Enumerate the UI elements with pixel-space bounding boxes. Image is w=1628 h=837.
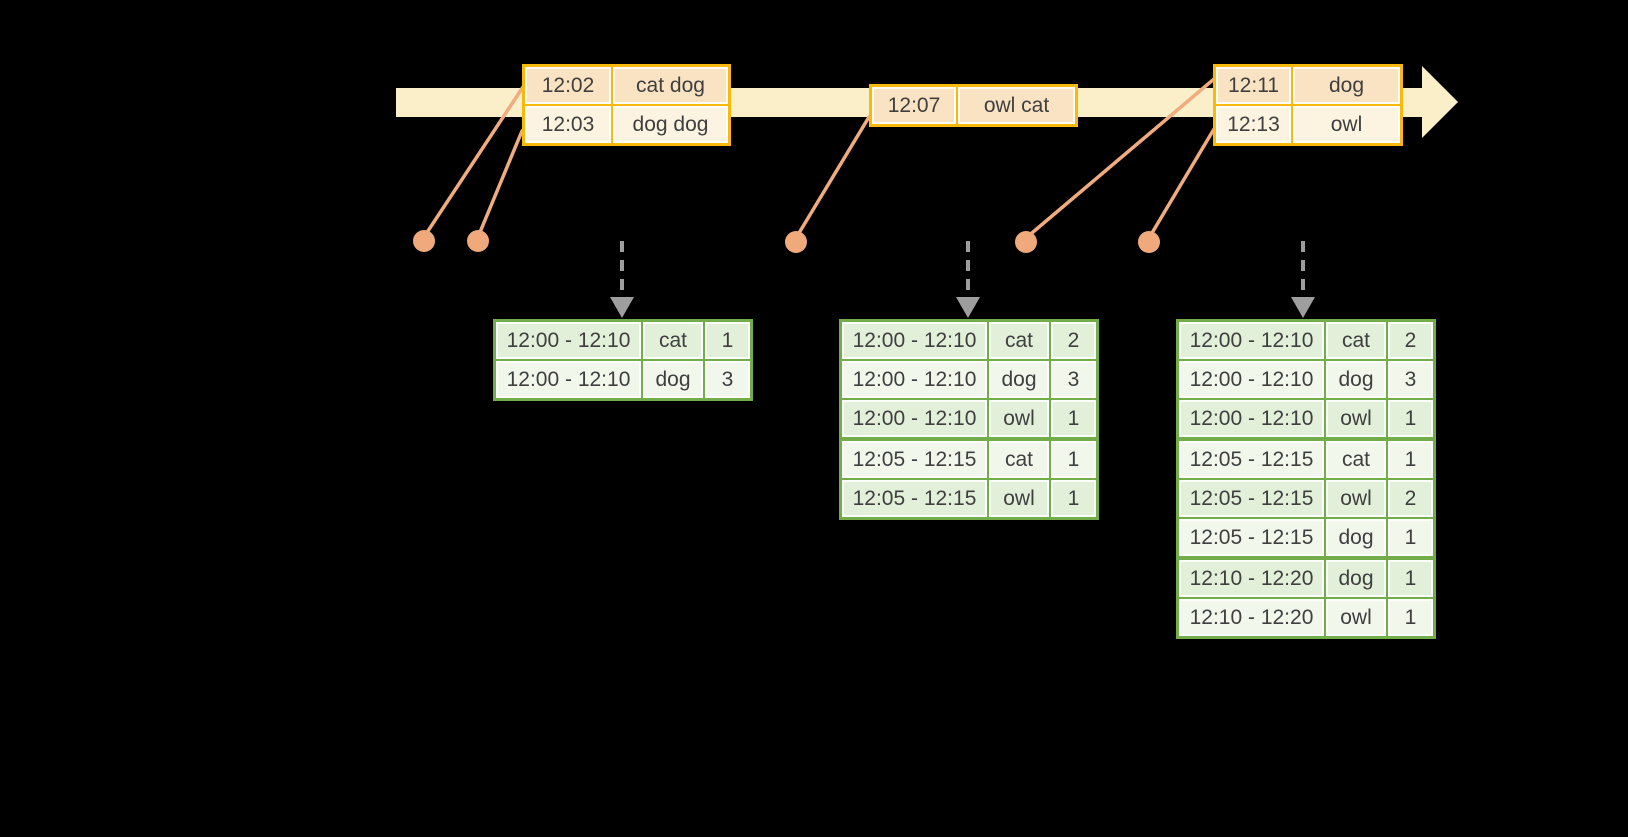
event-time-cell: 12:03 [525, 106, 611, 143]
count-cell: 1 [1388, 599, 1433, 636]
event-words-cell: owl cat [958, 87, 1075, 124]
event-time-cell: 12:07 [872, 87, 956, 124]
count-cell: 1 [1051, 480, 1096, 517]
count-cell: 2 [1051, 322, 1096, 359]
word-cell: cat [1326, 322, 1386, 359]
window-cell: 12:00 - 12:10 [1179, 400, 1324, 437]
event-time-cell: 12:02 [525, 67, 611, 104]
event-time-cell: 12:13 [1216, 106, 1291, 143]
result-table-2-group-2: 12:05 - 12:15 cat 1 12:05 - 12:15 owl 1 [842, 441, 1096, 517]
trigger-arrowhead [610, 297, 634, 318]
connector-line [476, 129, 524, 239]
window-cell: 12:05 - 12:15 [842, 441, 987, 478]
count-cell: 2 [1388, 480, 1433, 517]
window-cell: 12:05 - 12:15 [842, 480, 987, 517]
trigger-arrowhead [956, 297, 980, 318]
event-dot [1138, 231, 1160, 253]
event-table-3-rows: 12:11 dog 12:13 owl [1216, 67, 1400, 143]
event-words-cell: dog [1293, 67, 1400, 104]
count-cell: 1 [1388, 560, 1433, 597]
count-cell: 1 [1388, 519, 1433, 556]
count-cell: 1 [1388, 400, 1433, 437]
event-dot [785, 231, 807, 253]
trigger-arrowhead [1291, 297, 1315, 318]
event-dots [413, 230, 1160, 253]
connector-line [422, 85, 525, 239]
event-time-cell: 12:11 [1216, 67, 1291, 104]
trigger-arrow-lines [620, 241, 1305, 299]
event-dot [413, 230, 435, 252]
window-cell: 12:00 - 12:10 [496, 322, 641, 359]
word-cell: dog [1326, 519, 1386, 556]
result-table-1: 12:00 - 12:10 cat 1 12:00 - 12:10 dog 3 [493, 319, 753, 401]
result-table-2: 12:00 - 12:10 cat 2 12:00 - 12:10 dog 3 … [839, 319, 1099, 520]
word-cell: cat [1326, 441, 1386, 478]
word-cell: dog [1326, 560, 1386, 597]
window-cell: 12:05 - 12:15 [1179, 480, 1324, 517]
word-cell: owl [989, 400, 1049, 437]
result-table-2-group-1: 12:00 - 12:10 cat 2 12:00 - 12:10 dog 3 … [842, 322, 1096, 437]
word-cell: owl [989, 480, 1049, 517]
window-cell: 12:10 - 12:20 [1179, 599, 1324, 636]
window-cell: 12:00 - 12:10 [496, 361, 641, 398]
event-dot [467, 230, 489, 252]
window-cell: 12:00 - 12:10 [842, 361, 987, 398]
event-connector-lines [422, 77, 1216, 240]
event-table-1: 12:02 cat dog 12:03 dog dog [522, 64, 731, 146]
window-cell: 12:05 - 12:15 [1179, 441, 1324, 478]
count-cell: 1 [1051, 400, 1096, 437]
result-table-3-group-3: 12:10 - 12:20 dog 1 12:10 - 12:20 owl 1 [1179, 560, 1433, 636]
result-table-3: 12:00 - 12:10 cat 2 12:00 - 12:10 dog 3 … [1176, 319, 1436, 639]
window-cell: 12:00 - 12:10 [842, 400, 987, 437]
window-cell: 12:00 - 12:10 [1179, 322, 1324, 359]
count-cell: 1 [1051, 441, 1096, 478]
word-cell: cat [989, 441, 1049, 478]
count-cell: 1 [705, 322, 750, 359]
event-table-2: 12:07 owl cat [869, 84, 1078, 127]
result-table-1-group-1: 12:00 - 12:10 cat 1 12:00 - 12:10 dog 3 [496, 322, 750, 398]
event-words-cell: owl [1293, 106, 1400, 143]
result-table-3-group-1: 12:00 - 12:10 cat 2 12:00 - 12:10 dog 3 … [1179, 322, 1433, 437]
timeline-arrowhead [1422, 66, 1458, 138]
result-table-3-group-2: 12:05 - 12:15 cat 1 12:05 - 12:15 owl 2 … [1179, 441, 1433, 556]
window-cell: 12:10 - 12:20 [1179, 560, 1324, 597]
word-cell: cat [989, 322, 1049, 359]
connector-line [1024, 77, 1216, 240]
window-cell: 12:00 - 12:10 [1179, 361, 1324, 398]
window-cell: 12:05 - 12:15 [1179, 519, 1324, 556]
event-table-2-rows: 12:07 owl cat [872, 87, 1075, 124]
event-dot [1015, 231, 1037, 253]
word-cell: owl [1326, 400, 1386, 437]
event-table-3: 12:11 dog 12:13 owl [1213, 64, 1403, 146]
count-cell: 2 [1388, 322, 1433, 359]
event-words-cell: dog dog [613, 106, 728, 143]
count-cell: 1 [1388, 441, 1433, 478]
word-cell: dog [643, 361, 703, 398]
word-cell: cat [643, 322, 703, 359]
count-cell: 3 [1388, 361, 1433, 398]
event-words-cell: cat dog [613, 67, 728, 104]
word-cell: dog [1326, 361, 1386, 398]
word-cell: dog [989, 361, 1049, 398]
event-table-1-rows: 12:02 cat dog 12:03 dog dog [525, 67, 728, 143]
trigger-arrow-heads [610, 297, 1315, 318]
window-cell: 12:00 - 12:10 [842, 322, 987, 359]
word-cell: owl [1326, 480, 1386, 517]
word-cell: owl [1326, 599, 1386, 636]
connector-line [1147, 127, 1216, 240]
count-cell: 3 [705, 361, 750, 398]
count-cell: 3 [1051, 361, 1096, 398]
connector-line [794, 115, 871, 240]
